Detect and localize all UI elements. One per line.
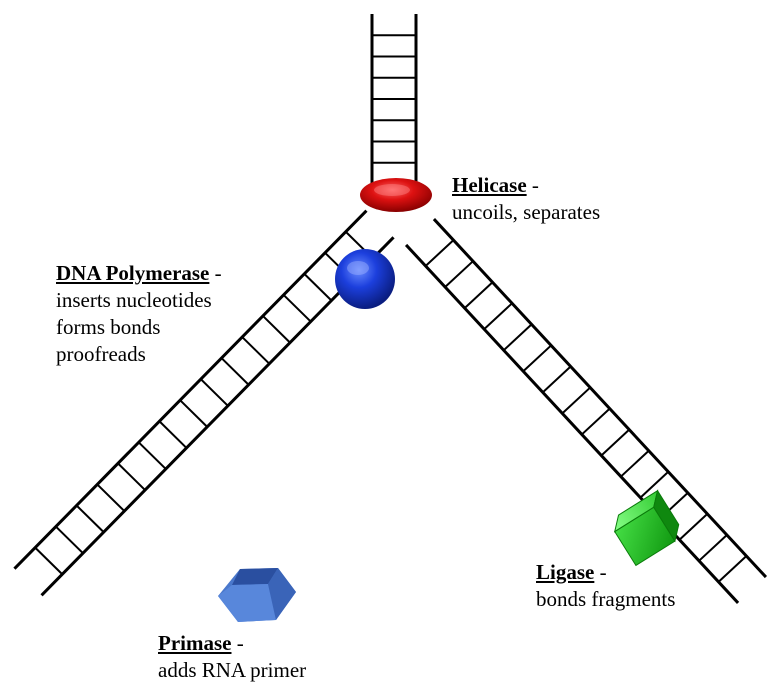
helicase-enzyme-icon <box>360 178 432 212</box>
strand-backbone <box>40 236 395 597</box>
base-pair-rung <box>717 555 748 583</box>
ligase-name: Ligase <box>536 560 595 584</box>
base-pair-rung <box>503 323 533 351</box>
base-pair-rung <box>137 441 167 470</box>
base-pair-rung <box>542 365 572 394</box>
base-pair-rung <box>303 273 333 302</box>
base-pair-rung <box>600 428 630 457</box>
strand-backbone <box>404 243 740 604</box>
base-pair-rung <box>522 344 552 373</box>
dna-polymerase-description-2: forms bonds <box>56 315 161 339</box>
base-pair-rung <box>678 513 709 541</box>
dna-polymerase-dash: - <box>209 261 222 285</box>
dna-polymerase-label: DNA Polymerase - inserts nucleotides for… <box>56 260 222 368</box>
dna-polymerase-description-3: proofreads <box>56 342 146 366</box>
base-pair-rung <box>483 302 513 330</box>
strand-backbone <box>432 218 768 579</box>
helicase-name: Helicase <box>452 173 527 197</box>
dna-polymerase-name: DNA Polymerase <box>56 261 210 285</box>
helicase-dash: - <box>526 173 539 197</box>
base-pair-rung <box>639 471 669 499</box>
base-pair-rung <box>96 483 126 512</box>
base-pair-rung <box>463 281 494 309</box>
base-pair-rung <box>179 399 208 428</box>
helicase-description: uncoils, separates <box>452 200 601 224</box>
primase-label: Primase - adds RNA primer <box>158 630 306 684</box>
ligase-label: Ligase - bonds fragments <box>536 559 675 613</box>
base-pair-rung <box>117 462 146 491</box>
primase-dash: - <box>231 631 244 655</box>
base-pair-rung <box>241 336 271 365</box>
ligase-dash: - <box>594 560 607 584</box>
base-pair-rung <box>698 534 728 562</box>
strand-backbone <box>13 209 368 570</box>
primase-description: adds RNA primer <box>158 658 307 682</box>
helicase-label: Helicase - uncoils, separates <box>452 172 600 226</box>
base-pair-rung <box>561 386 591 415</box>
ligase-enzyme-icon <box>613 489 680 567</box>
base-pair-rung <box>424 239 455 267</box>
base-pair-rung <box>444 260 474 288</box>
base-pair-rung <box>262 315 291 344</box>
base-pair-rung <box>282 294 312 323</box>
base-pair-rung <box>620 449 650 478</box>
base-pair-rung <box>55 525 84 554</box>
base-pair-rung <box>75 504 105 533</box>
base-pair-rung <box>158 420 188 449</box>
primase-enzyme-icon <box>218 568 296 622</box>
base-pair-rung <box>200 378 229 407</box>
dna-double-strand <box>370 14 418 184</box>
base-pair-rung <box>220 357 250 386</box>
base-pair-rung <box>581 407 611 436</box>
dna-polymerase-enzyme-icon <box>335 249 395 309</box>
dna-polymerase-description-1: inserts nucleotides <box>56 288 212 312</box>
lagging-strand <box>404 218 768 604</box>
base-pair-rung <box>34 546 63 575</box>
ligase-description: bonds fragments <box>536 587 676 611</box>
primase-name: Primase <box>158 631 232 655</box>
